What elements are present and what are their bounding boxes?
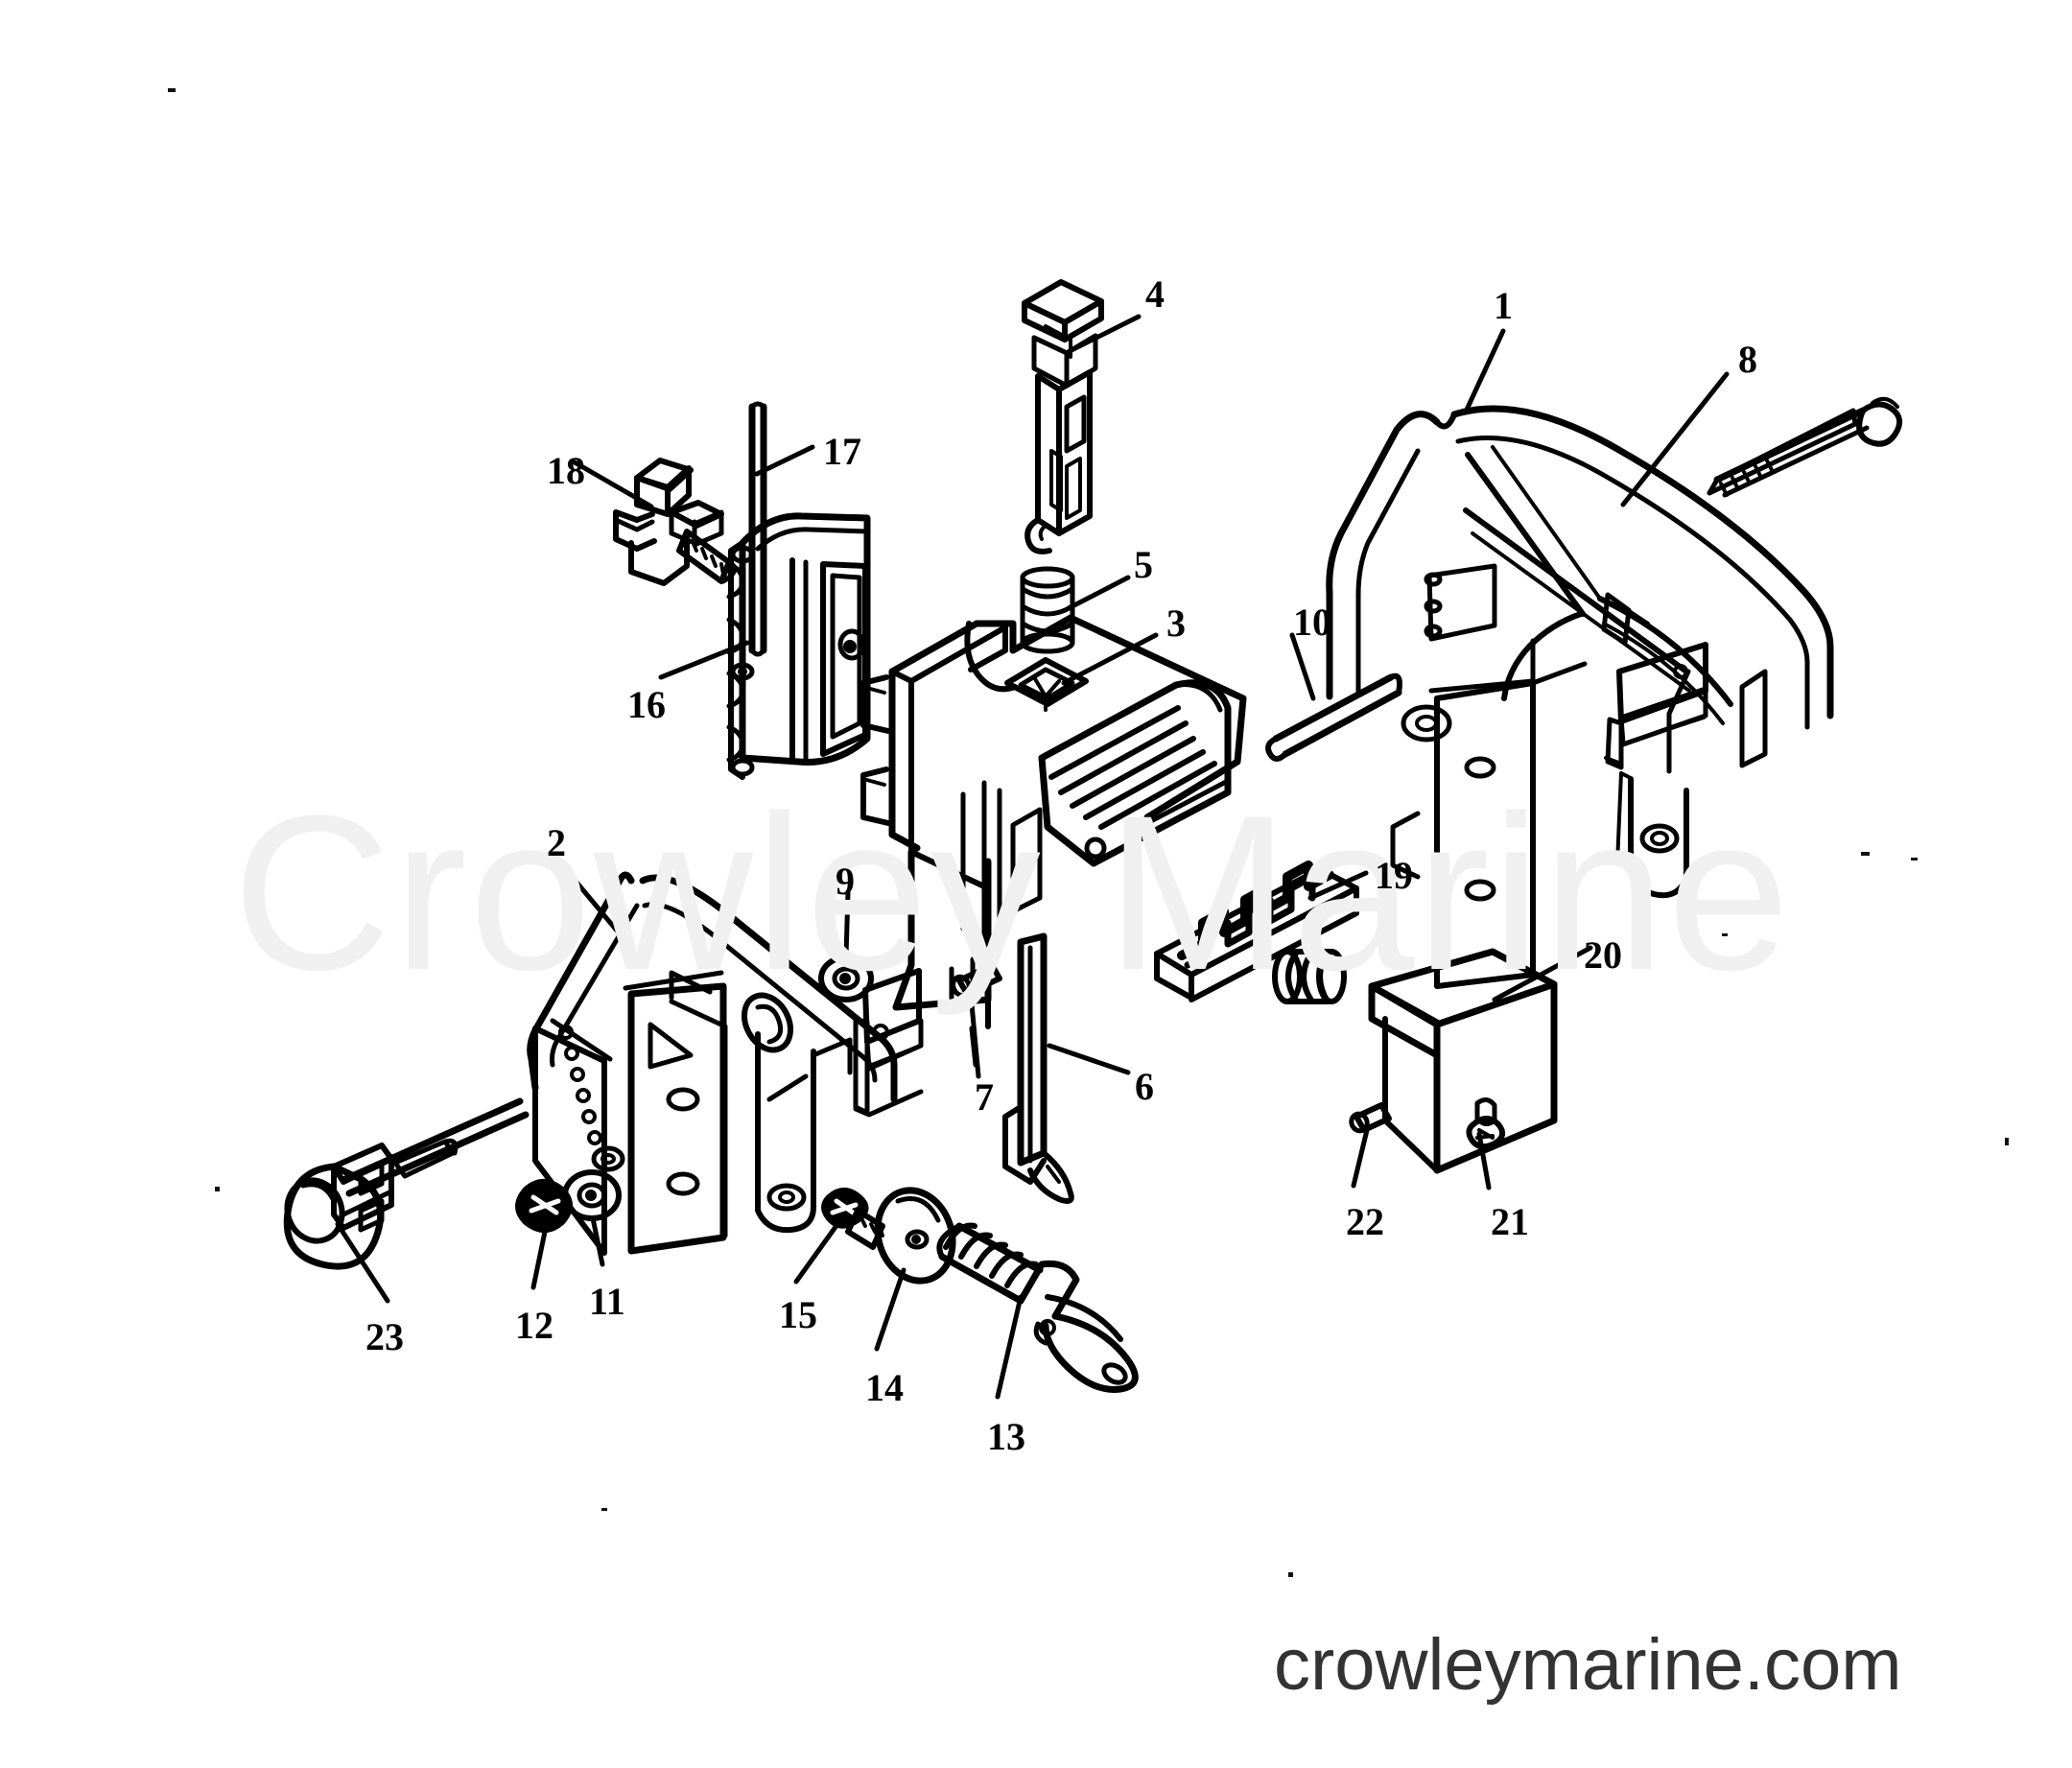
part-washer-11	[562, 1169, 622, 1221]
part-swivel-bracket	[860, 614, 1247, 1029]
callout-14: 14	[865, 1366, 904, 1409]
callout-23: 23	[365, 1315, 404, 1358]
part-threaded-rod-clevis	[936, 1222, 1139, 1393]
part-pivot-shaft	[1265, 672, 1402, 762]
callout-18: 18	[547, 449, 585, 492]
scan-speck	[215, 1187, 220, 1191]
callout-7: 7	[975, 1075, 994, 1119]
callout-3: 3	[1166, 601, 1186, 645]
callout-9: 9	[836, 860, 855, 903]
part-thumbscrew	[613, 458, 738, 586]
part-pin-22	[1349, 1102, 1392, 1134]
callout-22: 22	[1346, 1200, 1384, 1243]
callout-6: 6	[1135, 1065, 1154, 1108]
callout-21: 21	[1491, 1200, 1529, 1243]
callout-1: 1	[1494, 284, 1513, 327]
part-lock-plunger	[1022, 279, 1104, 554]
part-spring-lower	[1272, 949, 1347, 1004]
callout-4: 4	[1145, 272, 1165, 316]
part-cover-plate	[1368, 948, 1558, 1174]
scan-speck	[168, 88, 176, 92]
callout-12: 12	[515, 1304, 553, 1347]
scan-speck	[1861, 852, 1870, 856]
scan-speck	[601, 1508, 607, 1511]
callout-19: 19	[1375, 854, 1413, 897]
part-nut	[515, 1179, 573, 1233]
callout-8: 8	[1738, 338, 1757, 381]
callout-5-upper: 5	[1134, 543, 1153, 586]
callout-13: 13	[987, 1415, 1025, 1458]
callout-17: 17	[823, 430, 861, 473]
part-screw-15	[821, 1188, 885, 1250]
part-hinge-cover	[726, 512, 871, 780]
part-screw-21	[1466, 1097, 1506, 1150]
scan-speck	[1911, 858, 1918, 860]
part-clamp-bracket-starboard	[1326, 405, 1834, 989]
leader-lines	[335, 314, 1730, 1400]
part-latch-lever	[1002, 932, 1074, 1204]
callout-15: 15	[779, 1293, 817, 1336]
scan-speck	[1722, 933, 1728, 936]
callout-10: 10	[1293, 601, 1331, 644]
callout-11: 11	[589, 1280, 625, 1323]
part-washer-upper	[818, 955, 874, 1002]
callout-20: 20	[1584, 933, 1622, 977]
callout-16: 16	[627, 683, 666, 726]
part-through-bolt	[1707, 396, 1903, 498]
part-clamp-bracket-port	[527, 871, 924, 1256]
callout-2: 2	[547, 821, 566, 864]
part-tilt-rod-eyelet	[283, 1097, 530, 1270]
part-swivel-disc	[874, 1187, 956, 1285]
part-ratchet-plate	[1154, 860, 1359, 1002]
scan-speck	[2005, 1138, 2009, 1145]
scan-speck	[1288, 1572, 1293, 1577]
site-url-footer: crowleymarine.com	[1274, 1624, 1902, 1706]
